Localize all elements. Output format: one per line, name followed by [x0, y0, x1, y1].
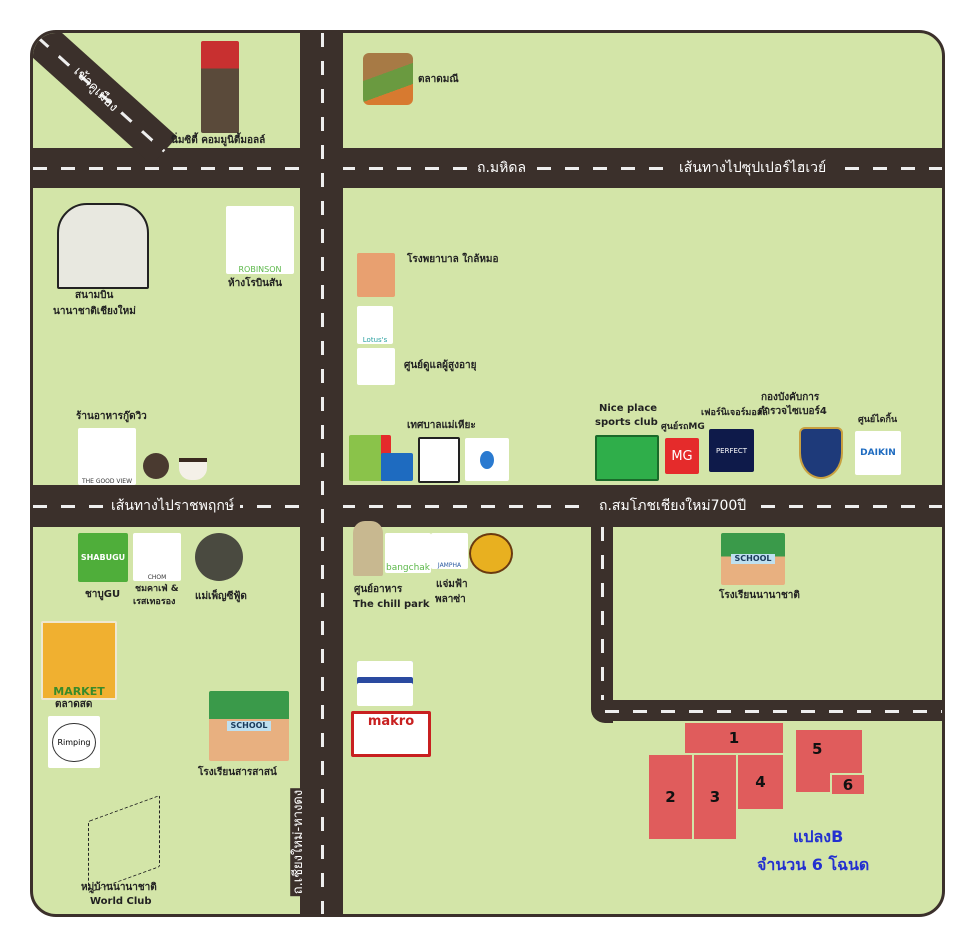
mg-logo: MG [665, 438, 699, 474]
chom-cafe-label-1: ชมคาเฟ่ & [135, 584, 179, 594]
football-field-icon [595, 435, 659, 481]
good-view-label: ร้านอาหารกู๊ดวิว [76, 411, 147, 422]
rimping-logo: Rimping [48, 716, 100, 768]
shabu-gu-logo: SHABUGU [78, 533, 128, 582]
road-label-superhighway: เส้นทางไปซุปเปอร์ไฮเวย์ [673, 159, 833, 177]
plot-6[interactable]: 6 [830, 773, 864, 794]
daikin-center-label: ศูนย์ไดกิ้น [858, 415, 898, 425]
office-building-icon [418, 437, 460, 483]
police-label-2: ตำรวจไซเบอร์4 [758, 406, 827, 417]
nim-city-sign-icon [201, 41, 239, 133]
bangchak-logo: bangchak [385, 533, 431, 573]
road-label-hangdong: ถ.เชียงใหม่-หางดง [290, 787, 309, 897]
perfect-logo: PERFECT [709, 429, 754, 472]
plot-4[interactable]: 4 [738, 755, 783, 809]
chom-cafe-label-2: เรสเทอรอง [133, 597, 176, 607]
ptt-logo [465, 438, 509, 481]
furniture-mall-label: เฟอร์นิเจอร์มอลล์ [701, 408, 768, 418]
hospital-icon [357, 253, 395, 297]
restaurant-badge-logo [469, 533, 513, 574]
jampha-logo: JAMPHA [431, 533, 468, 569]
plot-group-count: จำนวน 6 โฉนด [757, 855, 870, 874]
mae-pen-logo [195, 533, 243, 581]
makro-logo: makro [351, 711, 431, 757]
police-label-1: กองบังคับการ [761, 392, 820, 403]
fresh-market-logo: MARKET [41, 621, 117, 700]
market-stall-icon [363, 53, 413, 105]
jampha-label-1: แจ่มฟ้า [436, 579, 468, 590]
road-label-mahidol: ถ.มหิดล [471, 159, 533, 177]
plot-group-title: แปลงB [793, 827, 844, 846]
plot-2[interactable]: 2 [649, 755, 692, 839]
road-side-vertical [591, 527, 613, 723]
intl-school-label: โรงเรียนนานาชาติ [719, 590, 800, 601]
mg-center-label: ศูนย์รถMG [661, 422, 705, 432]
nice-place-label-1: Nice place [599, 403, 658, 414]
plot-1[interactable]: 1 [685, 723, 783, 753]
chom-cafe-logo: CHOM [133, 533, 181, 581]
robinson-label: ห้างโรบินสัน [228, 278, 282, 289]
map: ถ.มหิดล เส้นทางไปซุปเปอร์ไฮเวย์ เส้นทางไ… [30, 30, 945, 917]
jampha-label-2: พลาซ่า [435, 594, 466, 605]
village-houses-icon [88, 794, 160, 894]
airport-label-2: นานาชาติเชียงใหม่ [53, 306, 136, 317]
road-chiangmai-hangdong [300, 33, 343, 914]
good-view-logo: THE GOOD VIEW [78, 428, 136, 485]
elderly-center-logo [357, 348, 395, 385]
world-club-label-2: World Club [90, 896, 152, 907]
chill-park-label-1: ศูนย์อาหาร [354, 584, 403, 595]
robinson-logo: ROBINSON [226, 206, 294, 274]
mae-hia-label: เทศบาลแม่เหียะ [407, 420, 476, 431]
mae-pen-label: แม่เพ็ญซีฟู้ด [195, 591, 247, 602]
fresh-market-label: ตลาดสด [55, 699, 93, 710]
fork-knife-icon [143, 453, 169, 479]
lotus-logo: Lotus's [357, 306, 393, 344]
elderly-center-label: ศูนย์ดูแลผู้สูงอายุ [404, 360, 477, 371]
thailand-post-logo [357, 661, 413, 706]
chill-park-label-2: The chill park [353, 599, 430, 610]
world-club-label-1: หมู่บ้านนานาชาติ [81, 882, 157, 893]
chill-park-logo [353, 521, 383, 576]
homepro-logo [381, 453, 413, 481]
talat-manee-label: ตลาดมณี [418, 74, 459, 85]
hospital-label: โรงพยาบาล ใกล้หมอ [407, 254, 499, 265]
nim-city-label: นิ่มซิตี้ คอมมูนิตี้มอลล์ [171, 135, 266, 146]
daikin-logo: DAIKIN [855, 431, 901, 475]
road-label-sompot: ถ.สมโภชเชียงใหม่700ปี [593, 497, 753, 515]
road-label-ratchaphruek: เส้นทางไปราชพฤกษ์ [105, 497, 241, 515]
saraslarn-school-label: โรงเรียนสารสาสน์ [198, 767, 277, 778]
saraslarn-school-icon: SCHOOL [209, 691, 289, 761]
shabu-gu-label: ชาบูGU [85, 589, 121, 600]
saraslarn-school-sign: SCHOOL [227, 721, 271, 731]
intl-school-sign: SCHOOL [731, 554, 775, 564]
airport-label-1: สนามบิน [75, 290, 114, 301]
plot-3[interactable]: 3 [694, 755, 736, 839]
airport-icon [57, 203, 149, 289]
road-side-horizontal [591, 700, 942, 721]
police-badge-icon [799, 427, 843, 479]
nice-place-label-2: sports club [595, 417, 658, 428]
intl-school-icon: SCHOOL [721, 533, 785, 585]
coffee-cup-icon [179, 458, 207, 480]
